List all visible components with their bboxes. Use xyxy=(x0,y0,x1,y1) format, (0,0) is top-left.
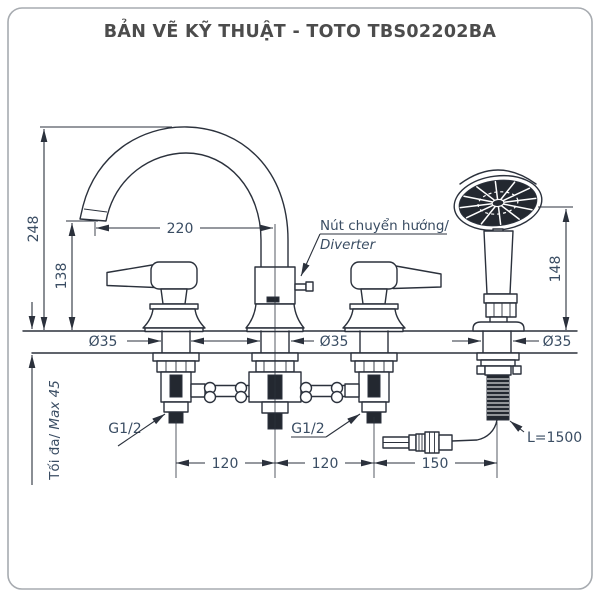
handle-left xyxy=(106,261,206,333)
dimension-148: 148 xyxy=(548,209,570,330)
shower-hose-coil xyxy=(486,374,510,421)
spout-button xyxy=(266,296,280,303)
handle-right xyxy=(342,261,442,333)
dimension-dia35-shower: Ø35 xyxy=(452,334,571,350)
span-left-label: 120 xyxy=(212,456,239,472)
shower-escutcheon xyxy=(472,321,525,332)
valve-right xyxy=(344,352,398,424)
thread-center-label: G1/2 xyxy=(291,421,324,437)
dia-left-label: Ø35 xyxy=(89,334,118,350)
max-counter-vi: Tối đa/ xyxy=(46,433,63,480)
hand-shower xyxy=(453,169,543,332)
dimension-220: 220 xyxy=(96,220,273,237)
handle-right-head xyxy=(350,261,398,290)
dia-center-label: Ø35 xyxy=(320,334,349,350)
shower-hose xyxy=(451,419,498,442)
dia-shower-label: Ø35 xyxy=(543,334,572,350)
dimension-dia35-center: Ø35 xyxy=(291,334,348,350)
shower-handle xyxy=(483,230,514,295)
hose-fitting xyxy=(382,431,453,454)
diverter-label-vi: Nút chuyển hướng/ xyxy=(320,217,449,234)
deck-shanks xyxy=(161,330,512,354)
dimension-bottom-spans: 120 120 150 xyxy=(176,455,497,472)
callout-diverter: Nút chuyển hướng/ Diverter xyxy=(300,217,449,277)
dim-shower-height: 148 xyxy=(548,256,564,283)
dimension-248: 248 xyxy=(26,129,48,330)
shower-hook xyxy=(459,169,537,185)
spout-arc xyxy=(79,126,289,269)
max-counter-value: Max 45 xyxy=(47,380,63,434)
spout-tip-detail xyxy=(83,208,108,213)
valve-left-thread xyxy=(169,374,183,398)
dim-lever-height: 138 xyxy=(54,263,70,290)
dim-spout-reach: 220 xyxy=(167,221,194,237)
handle-left-lever xyxy=(106,263,156,289)
handle-left-head xyxy=(150,261,198,290)
label-hose-length: L=1500 xyxy=(509,420,582,446)
hose-length-label: L=1500 xyxy=(527,430,582,446)
thread-left-label: G1/2 xyxy=(108,421,141,437)
diverter-label-en: Diverter xyxy=(320,237,377,253)
span-right-label: 120 xyxy=(312,456,339,472)
max-counter-label: Tối đa/ Max 45 xyxy=(46,380,63,481)
handle-right-lever xyxy=(392,264,442,290)
dimension-138: 138 xyxy=(54,223,76,330)
dimension-max45: Tối đa/ Max 45 xyxy=(28,302,63,485)
page-title: BẢN VẼ KỸ THUẬT - TOTO TBS02202BA xyxy=(104,19,497,42)
supply-pipes xyxy=(203,381,346,404)
extension-lines xyxy=(40,126,573,478)
page-border xyxy=(7,7,593,590)
shower-head xyxy=(453,174,543,232)
diverter-knob xyxy=(294,281,314,292)
shower-under-deck xyxy=(451,352,522,442)
label-g12-center: G1/2 xyxy=(291,413,361,438)
valve-left xyxy=(152,352,206,424)
span-shower-label: 150 xyxy=(422,456,449,472)
dim-spout-height: 248 xyxy=(26,216,42,243)
label-g12-left: G1/2 xyxy=(108,413,166,447)
valve-right-thread xyxy=(367,374,381,398)
dimension-dia35-left: Ø35 xyxy=(89,334,260,350)
